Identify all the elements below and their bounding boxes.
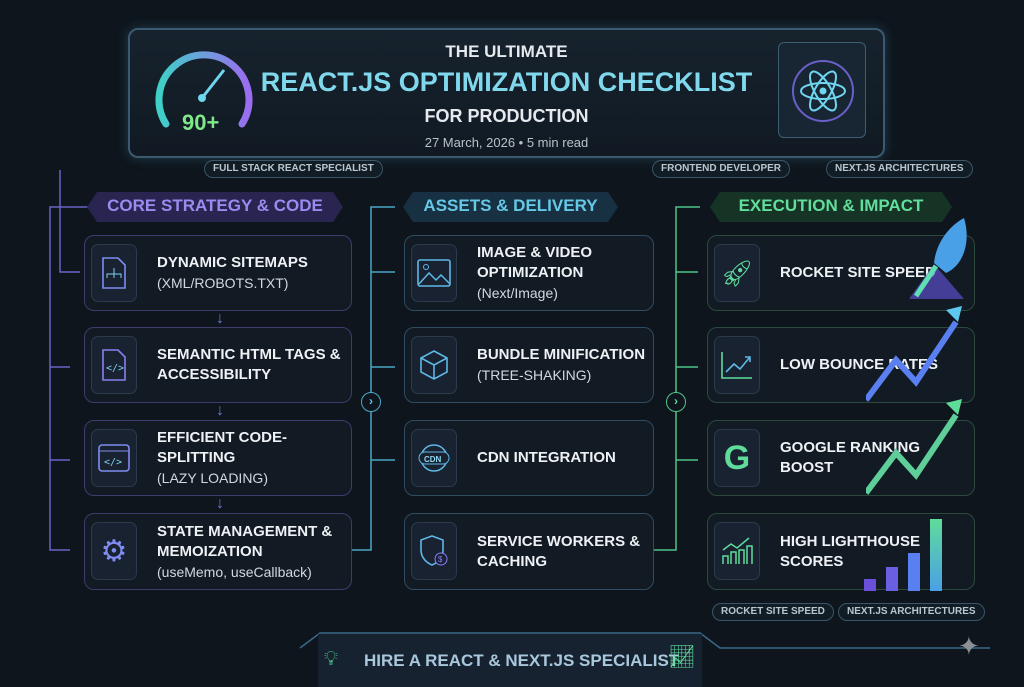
tag-full-stack: FULL STACK REACT SPECIALIST xyxy=(204,160,383,178)
card-semantic-html: </> SEMANTIC HTML TAGS & ACCESSIBILITY xyxy=(84,327,352,403)
card-subtitle: (LAZY LOADING) xyxy=(157,470,268,486)
trend-chart-icon xyxy=(714,336,760,394)
card-low-bounce: LOW BOUNCE RATES xyxy=(707,306,975,403)
growth-arrow-illustration-icon xyxy=(866,306,962,402)
sitemap-file-icon xyxy=(91,244,137,302)
card-rocket-speed: 🚀︎ ROCKET SITE SPEED xyxy=(707,218,975,311)
react-logo-icon xyxy=(778,42,866,138)
card-dynamic-sitemaps: DYNAMIC SITEMAPS (XML/ROBOTS.TXT) xyxy=(84,235,352,311)
svg-text:</>: </> xyxy=(106,363,124,374)
card-title: ROCKET SITE SPEED xyxy=(780,264,936,281)
card-subtitle: (Next/Image) xyxy=(477,285,558,301)
svg-text:$: $ xyxy=(438,555,443,564)
tag-frontend: FRONTEND DEVELOPER xyxy=(652,160,791,178)
speed-gauge-icon xyxy=(155,51,253,128)
code-file-icon: </> xyxy=(91,336,137,394)
card-title: CDN INTEGRATION xyxy=(477,449,616,466)
growth-chart-icon: 📈︎ xyxy=(668,644,696,669)
card-image-optimization: IMAGE & VIDEO OPTIMIZATION (Next/Image) xyxy=(404,235,654,311)
svg-text:</>: </> xyxy=(104,457,122,468)
card-title: GOOGLE RANKING BOOST xyxy=(780,439,921,476)
cta-text[interactable]: HIRE A REACT & NEXT.JS SPECIALIST xyxy=(364,651,680,670)
post-meta: 27 March, 2026 • 5 min read xyxy=(424,135,589,150)
image-icon xyxy=(411,244,457,302)
down-arrow-icon: ↓ xyxy=(216,310,224,327)
pre-title: THE ULTIMATE xyxy=(445,42,568,61)
card-cdn-integration: CDN CDN INTEGRATION xyxy=(404,420,654,496)
card-title: BUNDLE MINIFICATION xyxy=(477,346,646,363)
card-title: STATE MANAGEMENT & MEMOIZATION xyxy=(157,522,333,560)
header-panel: 90+ THE ULTIMATE REACT.JS OPTIMIZATION C… xyxy=(128,28,885,158)
gear-icon: ⚙ xyxy=(91,522,137,580)
flow-next-icon: › xyxy=(361,392,381,412)
growth-arrow-illustration-icon xyxy=(866,399,962,495)
sub-title: FOR PRODUCTION xyxy=(424,106,589,126)
page-title: REACT.JS OPTIMIZATION CHECKLIST xyxy=(260,67,753,97)
down-arrow-icon: ↓ xyxy=(216,495,224,512)
svg-text:CDN: CDN xyxy=(424,455,442,464)
down-arrow-icon: ↓ xyxy=(216,402,224,419)
tag-rocket-speed: ROCKET SITE SPEED xyxy=(712,603,834,621)
card-subtitle: (TREE-SHAKING) xyxy=(477,367,592,383)
card-google-ranking: G GOOGLE RANKING BOOST xyxy=(707,399,975,496)
lightbulb-icon: 💡︎ xyxy=(324,648,338,670)
code-window-icon: </> xyxy=(91,429,137,487)
bars-illustration-icon xyxy=(864,519,942,591)
tag-nextjs: NEXT.JS ARCHITECTURES xyxy=(826,160,973,178)
tag-nextjs-bottom: NEXT.JS ARCHITECTURES xyxy=(838,603,985,621)
card-service-workers: $ SERVICE WORKERS & CACHING xyxy=(404,513,654,590)
google-icon: G xyxy=(714,429,760,487)
sparkle-icon: ✦ xyxy=(958,631,980,661)
card-title: SEMANTIC HTML TAGS & ACCESSIBILITY xyxy=(157,346,341,383)
card-title: SERVICE WORKERS & CACHING xyxy=(477,532,641,570)
card-code-splitting: </> EFFICIENT CODE-SPLITTING (LAZY LOADIN… xyxy=(84,420,352,496)
flow-next-icon: › xyxy=(666,392,686,412)
card-subtitle: (useMemo, useCallback) xyxy=(157,563,312,580)
column-header-assets: ASSETS & DELIVERY xyxy=(403,192,618,222)
card-title: IMAGE & VIDEO OPTIMIZATION xyxy=(477,244,593,281)
card-lighthouse-scores: HIGH LIGHTHOUSE SCORES xyxy=(707,513,975,591)
card-state-management: ⚙ STATE MANAGEMENT & MEMOIZATION (useMemo… xyxy=(84,513,352,590)
gauge-score: 90+ xyxy=(182,110,220,135)
cta-banner[interactable]: 💡︎ HIRE A REACT & NEXT.JS SPECIALIST 📈︎ xyxy=(318,634,702,687)
rocket-icon: 🚀︎ xyxy=(714,244,760,302)
card-title: HIGH LIGHTHOUSE SCORES xyxy=(780,532,921,570)
card-title: EFFICIENT CODE-SPLITTING xyxy=(157,429,287,466)
rocket-illustration-icon xyxy=(909,218,967,299)
card-title: DYNAMIC SITEMAPS xyxy=(157,254,308,271)
card-subtitle: (XML/ROBOTS.TXT) xyxy=(157,275,289,291)
column-header-core: CORE STRATEGY & CODE xyxy=(87,192,343,222)
bar-chart-icon xyxy=(714,522,760,580)
cdn-globe-icon: CDN xyxy=(411,429,457,487)
card-bundle-minification: BUNDLE MINIFICATION (TREE-SHAKING) xyxy=(404,327,654,403)
shield-dollar-icon: $ xyxy=(411,522,457,580)
package-icon xyxy=(411,336,457,394)
column-header-execution: EXECUTION & IMPACT xyxy=(710,192,952,222)
